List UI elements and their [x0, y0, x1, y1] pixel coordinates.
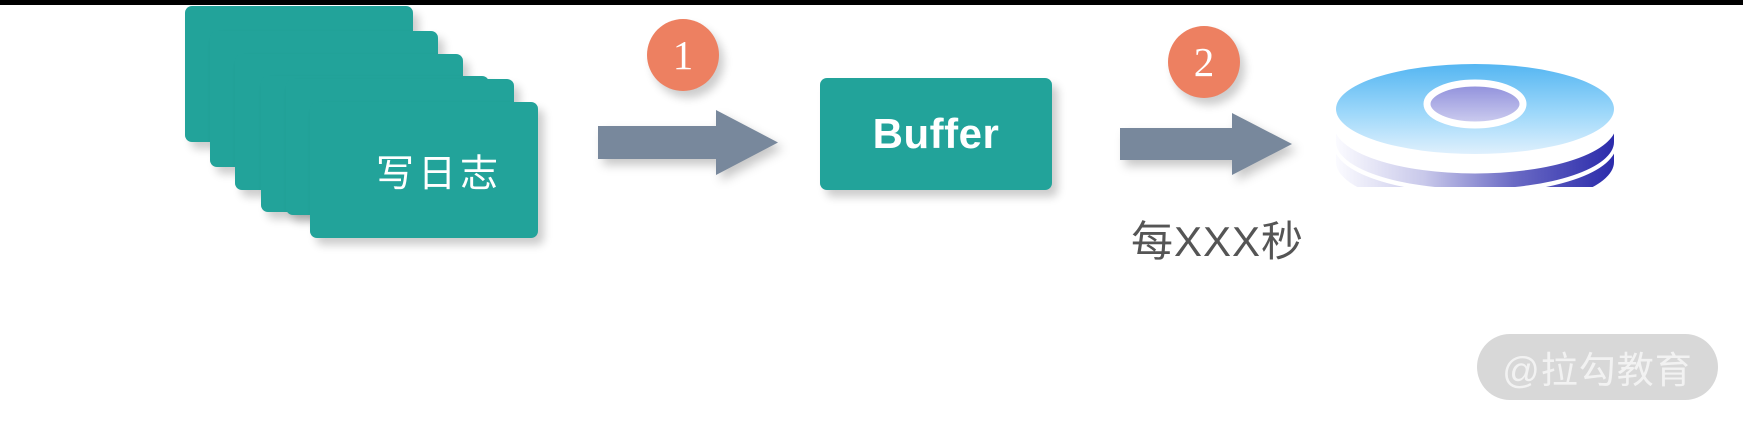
watermark-badge: @拉勾教育: [1477, 334, 1718, 400]
log-card-stack: 写日志: [185, 6, 545, 238]
arrow-logs-to-buffer: [598, 110, 778, 175]
arrow-buffer-to-storage: [1120, 113, 1292, 175]
log-card-label: 写日志: [375, 153, 502, 196]
step-badge-1: 1: [647, 19, 719, 91]
buffer-node: Buffer: [820, 78, 1052, 190]
log-card-front: 写日志: [310, 102, 538, 238]
database-disk-icon: [1330, 62, 1620, 209]
step-badge-2: 2: [1168, 26, 1240, 98]
watermark-text: @拉勾教育: [1502, 350, 1693, 391]
top-black-strip: [0, 0, 1743, 5]
interval-caption: 每XXX秒: [1131, 218, 1305, 265]
buffer-label: Buffer: [872, 110, 1000, 157]
